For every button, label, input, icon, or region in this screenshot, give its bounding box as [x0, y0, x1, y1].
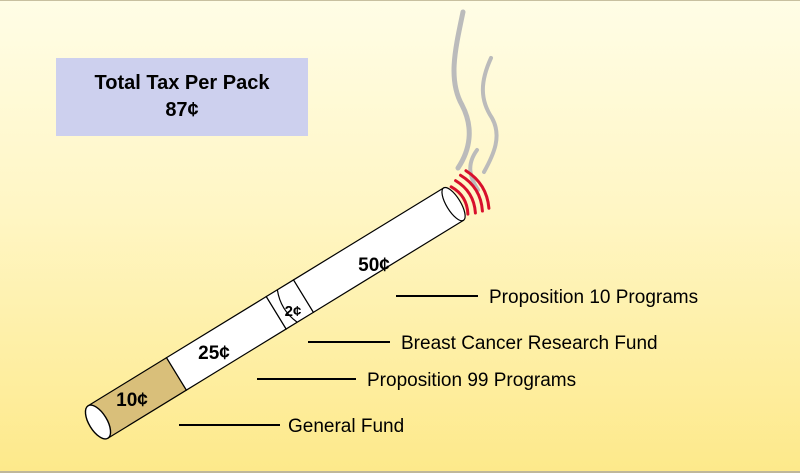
- amount-label-breast-cancer: 2¢: [285, 303, 302, 320]
- ember-icon: [449, 169, 491, 216]
- cigarette-body: [84, 186, 466, 440]
- amount-label-proposition-99: 25¢: [198, 343, 230, 364]
- amount-label-proposition-10: 50¢: [358, 255, 390, 276]
- smoke-icon: [451, 9, 499, 192]
- amount-label-general-fund: 10¢: [116, 390, 148, 411]
- category-label-breast-cancer: Breast Cancer Research Fund: [401, 333, 658, 354]
- category-label-general-fund: General Fund: [288, 416, 404, 437]
- total-tax-box: Total Tax Per Pack 87¢: [56, 58, 308, 136]
- burning-tip: [441, 186, 466, 222]
- filter-end: [84, 404, 112, 440]
- segment-proposition-10-programs: [292, 187, 465, 314]
- total-tax-title: Total Tax Per Pack: [94, 72, 270, 94]
- category-label-proposition-10: Proposition 10 Programs: [489, 287, 698, 308]
- category-label-proposition-99: Proposition 99 Programs: [367, 370, 576, 391]
- breast-cancer-divider: [276, 289, 298, 323]
- total-tax-amount: 87¢: [165, 99, 199, 121]
